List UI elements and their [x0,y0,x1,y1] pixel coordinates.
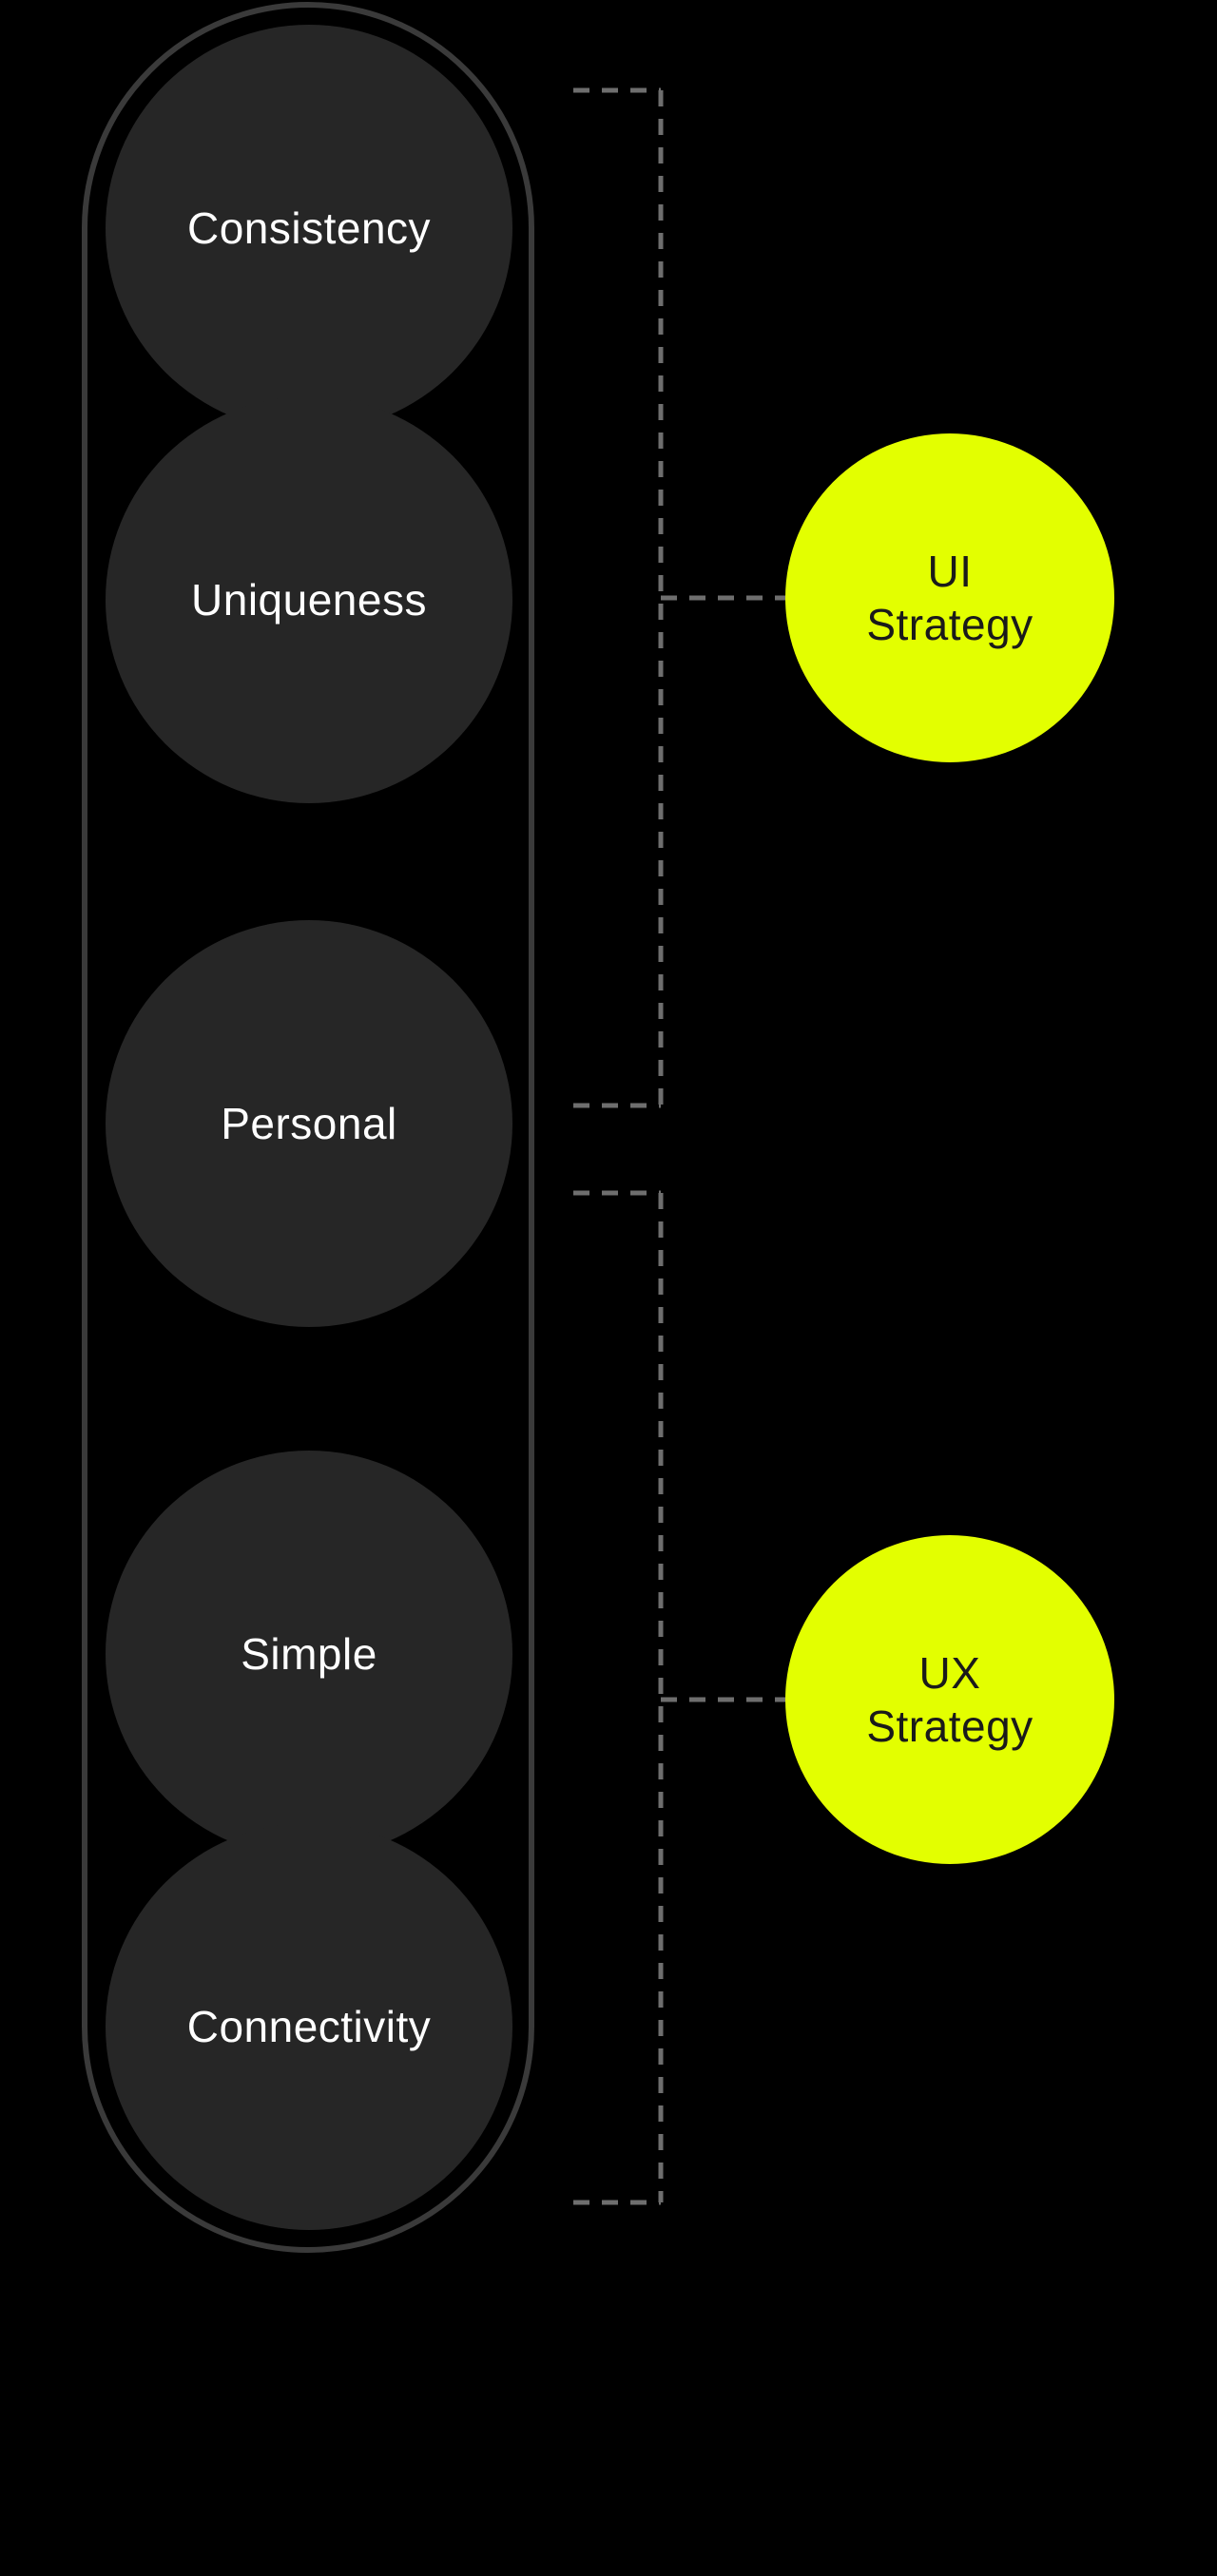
ux-strategy-label: UX Strategy [866,1647,1033,1751]
ui-strategy-bracket [573,87,787,1108]
pillar-circle-connectivity: Connectivity [106,1823,512,2230]
ux-strategy-bracket [573,1190,787,2205]
pillar-label: Personal [221,1099,397,1148]
pillar-circle-simple: Simple [106,1451,512,1857]
ui-strategy-label: UI Strategy [866,546,1033,649]
pillar-circle-personal: Personal [106,920,512,1327]
ux-strategy-circle: UX Strategy [785,1535,1114,1864]
pillars-capsule-outline [82,2,534,2253]
pillar-label: Uniqueness [191,575,427,625]
pillar-label: Consistency [186,203,432,253]
pillar-circle-consistency: Consistency [106,25,512,432]
pillar-label: Connectivity [186,2002,432,2051]
ui-strategy-circle: UI Strategy [785,433,1114,762]
pillar-circle-uniqueness: Uniqueness [106,396,512,803]
pillar-label: Simple [241,1629,377,1679]
